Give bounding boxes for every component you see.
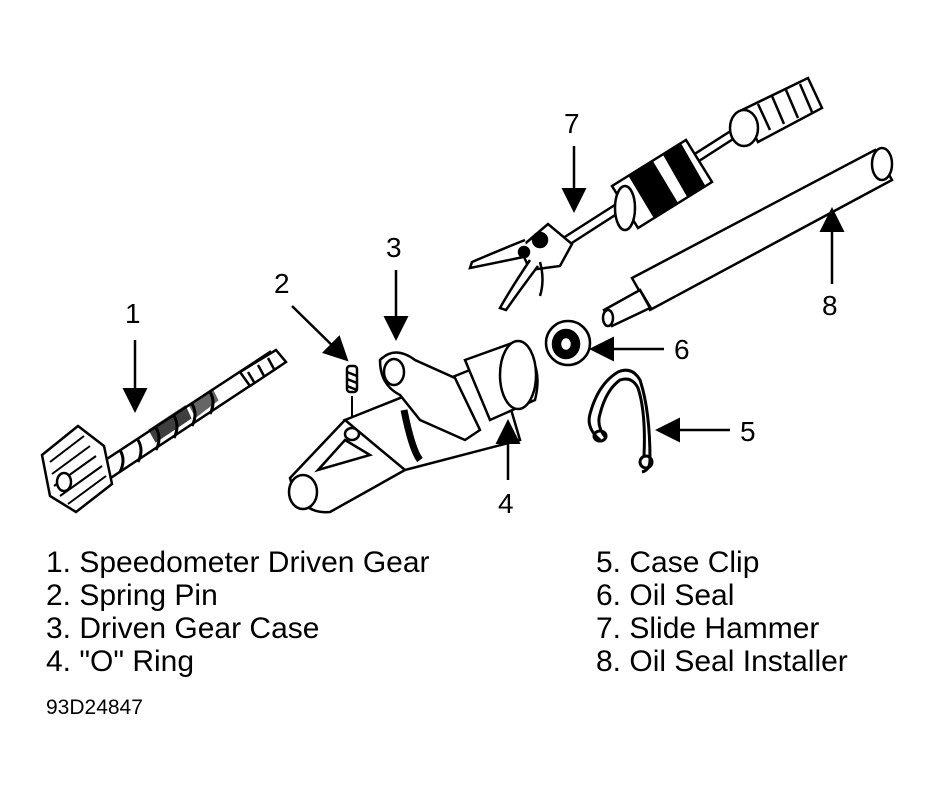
callout-arrows: [122, 146, 845, 480]
case-clip: [587, 368, 654, 474]
callout-8: 8: [822, 290, 838, 321]
callout-1: 1: [125, 298, 141, 329]
legend-item-oil-seal-installer: 8. Oil Seal Installer: [596, 645, 848, 678]
callout-4: 4: [498, 488, 514, 519]
callout-3: 3: [386, 232, 402, 263]
callout-2: 2: [274, 268, 290, 299]
oil-seal-installer: [601, 146, 894, 328]
driven-gear-case: [287, 339, 539, 514]
oil-seal: [544, 319, 592, 367]
exploded-view-illustration: [40, 76, 894, 514]
legend-item-case-clip: 5. Case Clip: [596, 546, 760, 579]
legend-left-column: 1. Speedometer Driven Gear 2. Spring Pin…: [46, 546, 430, 678]
arrow-2: [291, 305, 349, 362]
legend-item-o-ring: 4. "O" Ring: [46, 645, 195, 678]
legend-item-spring-pin: 2. Spring Pin: [46, 579, 218, 612]
slide-hammer: [468, 76, 824, 312]
legend-right-column: 5. Case Clip 6. Oil Seal 7. Slide Hammer…: [596, 546, 848, 678]
legend-item-slide-hammer: 7. Slide Hammer: [596, 612, 820, 645]
legend-item-oil-seal: 6. Oil Seal: [596, 579, 735, 612]
callout-6: 6: [674, 334, 690, 365]
callout-7: 7: [564, 108, 580, 139]
speedometer-driven-gear: [40, 348, 288, 514]
spring-pin: [345, 364, 359, 394]
legend-item-speedometer-driven-gear: 1. Speedometer Driven Gear: [46, 546, 430, 579]
callout-5: 5: [740, 416, 756, 447]
figure-code: 93D24847: [46, 696, 143, 719]
legend-item-driven-gear-case: 3. Driven Gear Case: [46, 612, 320, 645]
